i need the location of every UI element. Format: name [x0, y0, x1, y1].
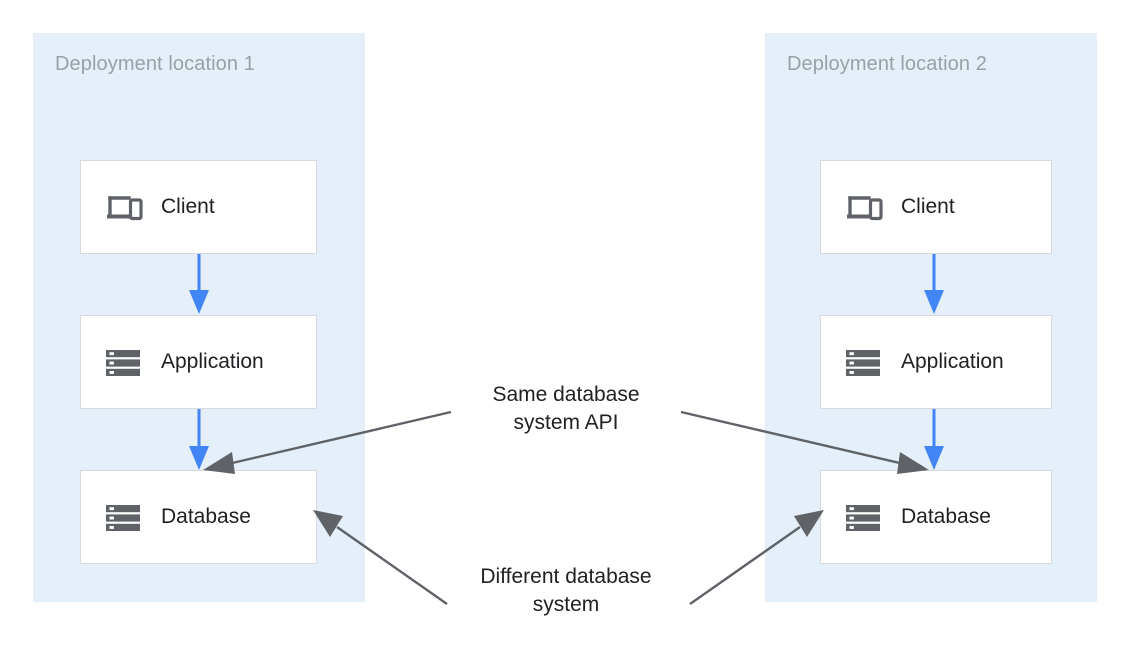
- deployment-location-2-title: Deployment location 2: [787, 53, 987, 75]
- annotation-different-database-system: Different database system: [480, 565, 652, 616]
- deployment-location-1-panel: Deployment location 1 Client: [33, 33, 365, 602]
- database-server-icon: [103, 497, 143, 537]
- application-node-label: Application: [161, 350, 264, 373]
- database-node-location-1[interactable]: Database: [80, 470, 317, 564]
- deployment-location-2-panel: Deployment location 2 Client: [765, 33, 1097, 602]
- client-node-location-1[interactable]: Client: [80, 160, 317, 254]
- client-node-label: Client: [901, 195, 955, 218]
- database-server-icon: [843, 497, 883, 537]
- annotation-same-database-system-api: Same database system API: [492, 383, 640, 434]
- database-node-label: Database: [161, 505, 251, 528]
- server-icon: [103, 342, 143, 382]
- database-node-location-2[interactable]: Database: [820, 470, 1052, 564]
- server-icon: [843, 342, 883, 382]
- application-node-location-2[interactable]: Application: [820, 315, 1052, 409]
- client-node-location-2[interactable]: Client: [820, 160, 1052, 254]
- database-node-label: Database: [901, 505, 991, 528]
- devices-icon: [843, 187, 883, 227]
- devices-icon: [103, 187, 143, 227]
- deployment-location-1-title: Deployment location 1: [55, 53, 255, 75]
- client-node-label: Client: [161, 195, 215, 218]
- application-node-location-1[interactable]: Application: [80, 315, 317, 409]
- application-node-label: Application: [901, 350, 1004, 373]
